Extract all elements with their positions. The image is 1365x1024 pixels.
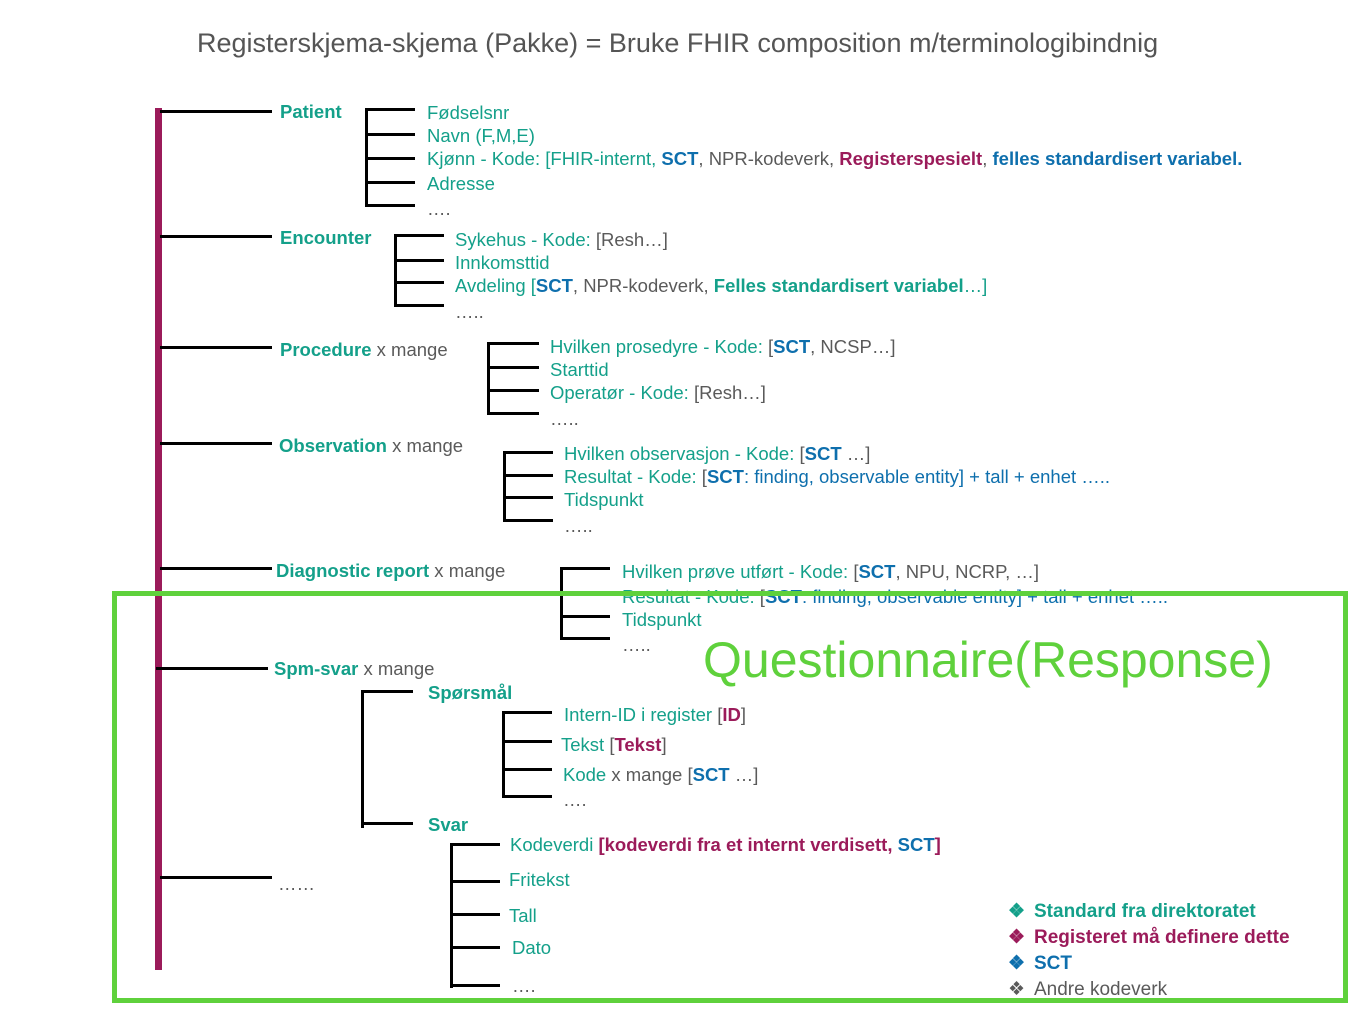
item-more: ….. (550, 408, 579, 429)
item-fritekst: Fritekst (509, 869, 570, 890)
encounter-bracket (394, 234, 397, 306)
item-sykehus: Sykehus - Kode: [Resh…] (455, 229, 668, 250)
diamond-icon: ❖ (1008, 979, 1026, 1000)
item-tidspunkt: Tidspunkt (622, 609, 702, 630)
node-patient: Patient (280, 101, 342, 122)
item-kode: Kode x mange [SCT …] (563, 764, 759, 785)
node-sporsmal: Spørsmål (428, 682, 513, 703)
page-title: Registerskjema-skjema (Pakke) = Bruke FH… (197, 28, 1159, 58)
item-avdeling: Avdeling [SCT, NPR-kodeverk, Felles stan… (455, 275, 988, 296)
branch-rest-line (160, 876, 272, 879)
branch-patient-line (160, 110, 272, 113)
main-spine (155, 108, 162, 970)
node-procedure: Procedure x mange (280, 339, 448, 360)
item-starttid: Starttid (550, 359, 609, 380)
item-more: ….. (622, 634, 651, 655)
diamond-icon: ❖ (1008, 927, 1026, 948)
questionnaire-label: Questionnaire(Response) (703, 632, 1273, 688)
node-diagnostic-report: Diagnostic report x mange (276, 560, 506, 581)
branch-procedure-line (160, 346, 272, 349)
branch-observation-line (160, 442, 272, 445)
diamond-icon: ❖ (1008, 901, 1026, 922)
questionnaire-highlight-box (112, 591, 1348, 1003)
item-innkomsttid: Innkomsttid (455, 252, 550, 273)
branch-spmsvar-line (156, 667, 268, 670)
item-more: …. (427, 198, 451, 219)
item-hvilken-prove: Hvilken prøve utført - Kode: [SCT, NPU, … (622, 561, 1040, 582)
item-kjonn: Kjønn - Kode: [FHIR-internt, SCT, NPR-ko… (427, 148, 1243, 169)
diamond-icon: ❖ (1008, 953, 1026, 974)
item-resultat: Resultat - Kode: [SCT: finding, observab… (564, 466, 1111, 487)
node-spm-svar: Spm-svar x mange (274, 658, 435, 679)
branch-diagnostic-line (160, 567, 272, 570)
item-fodselsnr: Fødselsnr (427, 102, 510, 123)
item-hvilken-prosedyre: Hvilken prosedyre - Kode: [SCT, NCSP…] (550, 336, 896, 357)
item-more: ….. (455, 301, 484, 322)
branch-encounter-line (160, 235, 272, 238)
item-navn: Navn (F,M,E) (427, 125, 535, 146)
item-more: …. (512, 975, 536, 996)
procedure-bracket (487, 342, 490, 415)
node-encounter: Encounter (280, 227, 372, 248)
legend-item-andre: ❖Andre kodeverk (1008, 979, 1168, 1000)
node-observation: Observation x mange (279, 435, 464, 456)
observation-bracket (503, 451, 506, 522)
item-more: ….. (564, 515, 593, 536)
legend-item-sct: ❖SCT (1008, 953, 1072, 974)
item-more: …. (563, 789, 587, 810)
diagnostic-bracket (560, 567, 563, 640)
item-tidspunkt: Tidspunkt (564, 489, 644, 510)
item-dato: Dato (512, 937, 552, 958)
legend-item-standard: ❖Standard fra direktoratet (1008, 901, 1256, 922)
item-operator: Operatør - Kode: [Resh…] (550, 382, 766, 403)
item-hvilken-observasjon: Hvilken observasjon - Kode: [SCT …] (564, 443, 871, 464)
item-tall: Tall (509, 905, 537, 926)
item-intern-id: Intern-ID i register [ID] (564, 704, 746, 725)
item-adresse: Adresse (427, 173, 495, 194)
item-tekst: Tekst [Tekst] (561, 734, 667, 755)
item-kodeverdi: Kodeverdi [kodeverdi fra et internt verd… (510, 834, 941, 855)
node-svar: Svar (428, 814, 469, 835)
legend-item-register: ❖Registeret må definere dette (1008, 927, 1290, 948)
sporsmal-bracket (502, 711, 505, 797)
spmsvar-bracket (361, 690, 364, 828)
node-more: …… (278, 873, 315, 894)
